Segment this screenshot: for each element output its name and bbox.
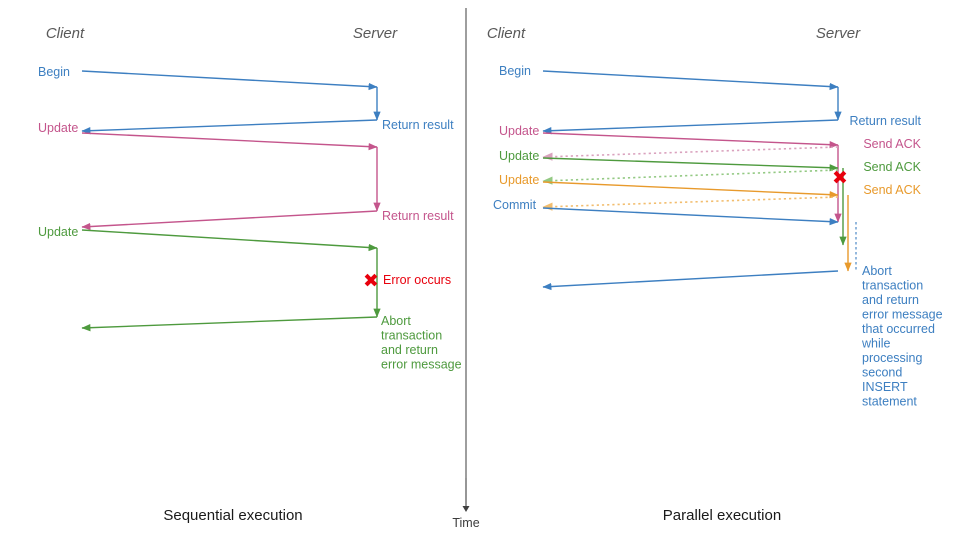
- lane-header-client: Client: [487, 25, 526, 42]
- message-arrow-return-1: [81, 119, 378, 135]
- message-arrow-ack-1: [542, 146, 839, 161]
- message-label-update-2: Update: [38, 225, 78, 239]
- message-label-begin: Begin: [499, 64, 531, 78]
- message-arrow-update-2: [81, 229, 378, 252]
- message-label-update-2: Update: [499, 149, 539, 163]
- message-arrow-abort-return: [542, 270, 839, 291]
- message-arrow-return-1: [542, 119, 839, 135]
- message-label-return-1: Return result: [849, 114, 921, 128]
- message-label-ack-3: Send ACK: [863, 183, 921, 197]
- time-axis-arrowhead: [462, 506, 470, 512]
- lane-header-server: Server: [353, 25, 398, 42]
- lane-header-server: Server: [816, 25, 861, 42]
- message-arrow-update-1: [81, 132, 378, 151]
- message-label-commit: Commit: [493, 198, 537, 212]
- message-arrow-return-2: [81, 210, 378, 231]
- panel-caption-sequential: Sequential execution: [163, 507, 302, 524]
- message-label-update-1: Update: [499, 124, 539, 138]
- error-label: Error occurs: [383, 273, 451, 287]
- message-label-return-2: Return result: [382, 209, 454, 223]
- message-arrow-update-1: [542, 132, 839, 149]
- message-label-ack-2: Send ACK: [863, 160, 921, 174]
- message-arrow-commit: [542, 207, 839, 226]
- message-arrow-ack-3: [542, 196, 839, 211]
- time-axis-label: Time: [452, 516, 479, 530]
- message-arrow-ack-2: [542, 169, 839, 185]
- message-label-update-1: Update: [38, 121, 78, 135]
- message-arrow-begin: [542, 70, 839, 91]
- message-label-update-3: Update: [499, 173, 539, 187]
- message-label-begin: Begin: [38, 65, 70, 79]
- message-arrow-update-3: [542, 181, 839, 199]
- error-x-icon: ✖: [363, 271, 379, 292]
- message-arrow-begin: [81, 70, 378, 91]
- panel-caption-parallel: Parallel execution: [663, 507, 781, 524]
- message-arrow-abort-return: [81, 316, 378, 332]
- message-arrow-update-2: [542, 157, 839, 172]
- error-x-icon: ✖: [832, 168, 848, 189]
- lane-header-client: Client: [46, 25, 85, 42]
- message-label-return-1: Return result: [382, 118, 454, 132]
- message-label-ack-1: Send ACK: [863, 137, 921, 151]
